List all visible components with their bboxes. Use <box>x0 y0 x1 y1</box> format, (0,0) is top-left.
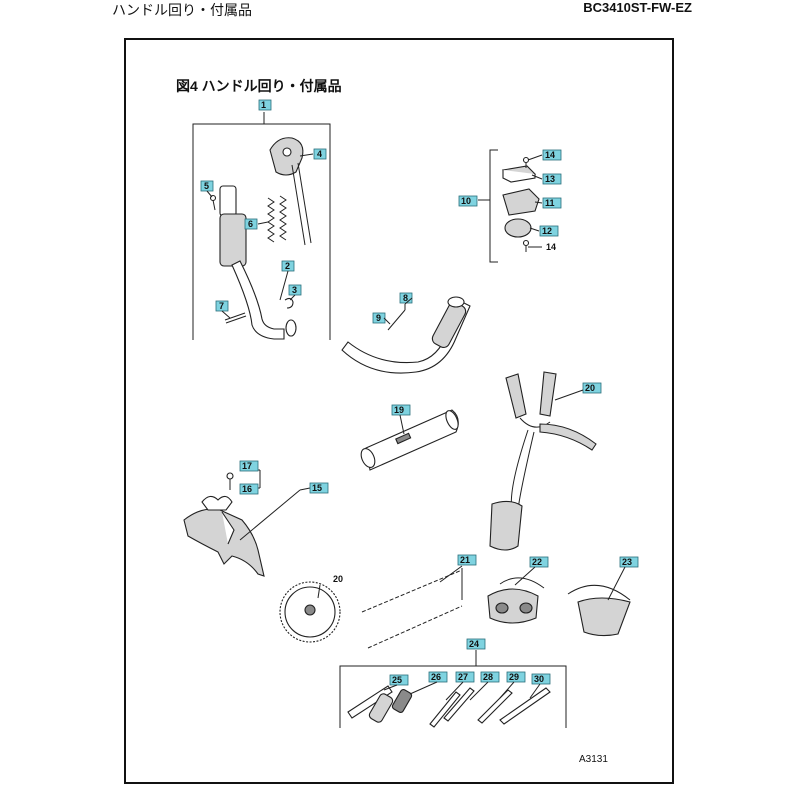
shield-icon <box>183 508 265 577</box>
callout-17: 17 <box>239 460 259 472</box>
harness-icon <box>489 371 597 551</box>
tool-kit-group <box>339 650 567 728</box>
grip-tube-icon <box>219 185 297 340</box>
svg-text:11: 11 <box>545 198 555 208</box>
screw-icon <box>209 194 217 211</box>
svg-text:19: 19 <box>394 405 404 415</box>
callout-28: 28 <box>480 671 500 683</box>
spring-icon <box>267 195 287 243</box>
callout-8: 8 <box>399 292 413 304</box>
svg-text:3: 3 <box>292 285 297 295</box>
svg-text:1: 1 <box>261 100 266 110</box>
svg-text:30: 30 <box>534 674 544 684</box>
clamp-icon <box>504 218 532 238</box>
callout-6: 6 <box>244 218 258 230</box>
bracket-lower-icon <box>502 188 540 216</box>
svg-text:14: 14 <box>545 150 555 160</box>
callout-2: 2 <box>281 260 295 272</box>
callout-22: 22 <box>529 556 549 568</box>
loop-handle-icon <box>341 296 471 374</box>
callout-29: 29 <box>506 671 526 683</box>
callout-13: 13 <box>542 173 562 185</box>
svg-text:15: 15 <box>312 483 322 493</box>
callout-10: 10 <box>458 195 478 207</box>
svg-text:27: 27 <box>458 672 468 682</box>
figure-title: 図4 ハンドル回り・付属品 <box>176 78 342 94</box>
hex-wrench-icon <box>429 687 551 728</box>
callout-1: 1 <box>258 99 272 111</box>
cutter-chain-icon <box>361 568 463 649</box>
svg-text:23: 23 <box>622 557 632 567</box>
callout-25: 25 <box>389 674 409 686</box>
callout-4: 4 <box>313 148 327 160</box>
label-14b: 14 <box>546 242 556 252</box>
callout-19: 19 <box>391 404 411 416</box>
handle-assembly-group <box>192 112 331 340</box>
svg-text:7: 7 <box>219 301 224 311</box>
svg-text:17: 17 <box>242 461 252 471</box>
callout-11: 11 <box>542 197 562 209</box>
throttle-housing-icon <box>269 137 312 246</box>
svg-text:21: 21 <box>460 555 470 565</box>
callout-30: 30 <box>531 673 551 685</box>
callout-27: 27 <box>455 671 475 683</box>
pin-icon <box>224 312 247 324</box>
svg-text:16: 16 <box>242 484 252 494</box>
callout-24: 24 <box>466 638 486 650</box>
callout-3: 3 <box>288 284 302 296</box>
shield-assembly-group <box>183 469 311 577</box>
callout-20: 20 <box>582 382 602 394</box>
callout-14a: 14 <box>542 149 562 161</box>
leader-lines <box>206 153 626 701</box>
callout-9: 9 <box>372 312 386 324</box>
svg-text:22: 22 <box>532 557 542 567</box>
shield-bolt-icon <box>226 472 234 490</box>
plug-wrench-icon <box>368 689 413 723</box>
diagram-frame <box>124 38 674 784</box>
svg-text:25: 25 <box>392 675 402 685</box>
header-left-title: ハンドル回り・付属品 <box>112 2 252 18</box>
callout-26: 26 <box>428 671 448 683</box>
callout-15: 15 <box>309 482 329 494</box>
svg-text:2: 2 <box>285 261 290 271</box>
callout-5: 5 <box>200 180 214 192</box>
svg-text:20: 20 <box>585 383 595 393</box>
svg-text:8: 8 <box>403 293 408 303</box>
svg-text:6: 6 <box>248 219 253 229</box>
goggles-icon <box>487 577 545 624</box>
svg-text:13: 13 <box>545 174 555 184</box>
bolt-icon <box>522 156 530 252</box>
shield-clamp-icon <box>201 495 233 511</box>
svg-text:29: 29 <box>509 672 519 682</box>
svg-text:4: 4 <box>317 149 322 159</box>
svg-text:26: 26 <box>431 672 441 682</box>
saw-blade-icon <box>279 581 341 643</box>
clip-icon <box>284 297 294 309</box>
svg-text:10: 10 <box>461 196 471 206</box>
tool-bag-icon <box>567 584 631 637</box>
bracket-upper-icon <box>501 165 537 183</box>
svg-text:12: 12 <box>542 226 552 236</box>
callout-12: 12 <box>539 225 559 237</box>
figure-code: A3131 <box>579 754 608 765</box>
svg-text:9: 9 <box>376 313 381 323</box>
header-model-number: BC3410ST-FW-EZ <box>583 0 692 15</box>
callout-16: 16 <box>239 483 259 495</box>
label-20-blade: 20 <box>333 574 343 584</box>
callout-23: 23 <box>619 556 639 568</box>
bracket-group <box>478 149 540 263</box>
svg-text:24: 24 <box>469 639 479 649</box>
callout-7: 7 <box>215 300 229 312</box>
callout-21: 21 <box>457 554 477 566</box>
tube-icon <box>360 409 459 471</box>
svg-text:5: 5 <box>204 181 209 191</box>
svg-text:28: 28 <box>483 672 493 682</box>
